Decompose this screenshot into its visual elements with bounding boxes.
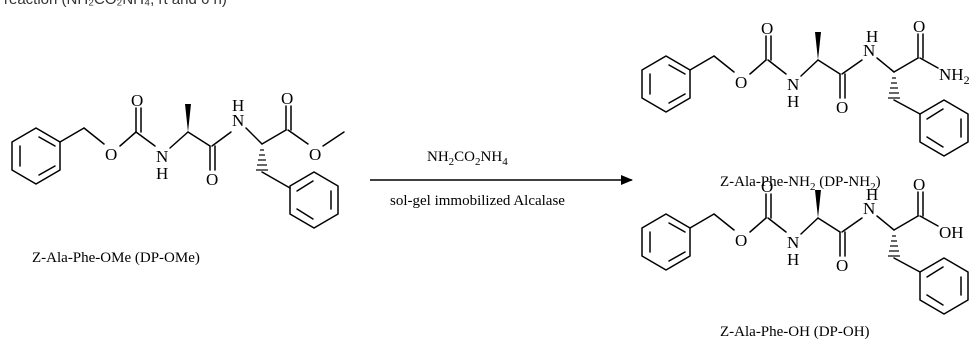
atom-N-p1b: N (863, 41, 875, 60)
reagent-formula: NH2CO2NH4 (427, 149, 508, 168)
benzene-ring-acid-left (641, 213, 691, 271)
atom-O-ester-p1: O (735, 73, 747, 92)
atom-OH-acid: OH (939, 223, 964, 242)
atom-H-2: H (232, 96, 244, 115)
atom-H-p1a: H (787, 92, 799, 111)
benzene-ring-reactant-phe (289, 171, 339, 229)
atom-O-carbonyl-3: O (281, 89, 293, 108)
benzene-ring-amide-phe (919, 99, 969, 157)
hashed-bond-acid (888, 235, 900, 257)
atom-O-carbonyl-p2c: O (913, 175, 925, 194)
atom-O-carbonyl-2: O (206, 170, 218, 189)
header-fragment: reaction (NH₂CO₂NH₄, rt and 6 h) (4, 0, 227, 8)
hashed-bond-reactant (256, 149, 268, 171)
hashed-bond-amide (888, 77, 900, 99)
atom-H-p2b: H (866, 185, 878, 204)
atom-O-carbonyl-p1c: O (913, 17, 925, 36)
catalyst-label: sol-gel immobilized Alcalase (390, 193, 565, 209)
atom-H-p2a: H (787, 250, 799, 269)
reactant-name: Z-Ala-Phe-OMe (DP-OMe) (32, 250, 200, 266)
atom-N-p1a: N (787, 75, 799, 94)
atom-O-carbonyl-p1b: O (836, 98, 848, 117)
product-acid-name: Z-Ala-Phe-OH (DP-OH) (720, 324, 870, 340)
atom-N-p2a: N (787, 233, 799, 252)
benzene-ring-acid-phe (919, 257, 969, 315)
atom-O-carbonyl-p2b: O (836, 256, 848, 275)
atom-O-ester: O (105, 145, 117, 164)
atom-N-p2b: N (863, 199, 875, 218)
atom-N-2: N (232, 111, 244, 130)
product-acid-structure: O O N H O N H O OH (641, 175, 969, 315)
atom-H-1: H (156, 164, 168, 183)
benzene-ring-reactant-left (11, 127, 61, 185)
reactant-structure: O O N H O N H O O (11, 89, 345, 229)
atom-N-1: N (156, 147, 168, 166)
atom-O-methoxy: O (309, 145, 321, 164)
product-amide-structure: O O N H O N H O NH2 (641, 17, 970, 157)
atom-O-carbonyl-p2a: O (761, 177, 773, 196)
reaction-conditions: NH2CO2NH4 sol-gel immobilized Alcalase (370, 149, 633, 209)
atom-O-ester-p2: O (735, 231, 747, 250)
atom-O-carbonyl-1: O (131, 91, 143, 110)
atom-O-carbonyl-p1a: O (761, 19, 773, 38)
atom-NH2-amide: NH2 (939, 65, 970, 87)
benzene-ring-amide-left (641, 55, 691, 113)
product-amide-name: Z-Ala-Phe-NH2 (DP-NH2) (720, 174, 881, 193)
atom-H-p1b: H (866, 27, 878, 46)
